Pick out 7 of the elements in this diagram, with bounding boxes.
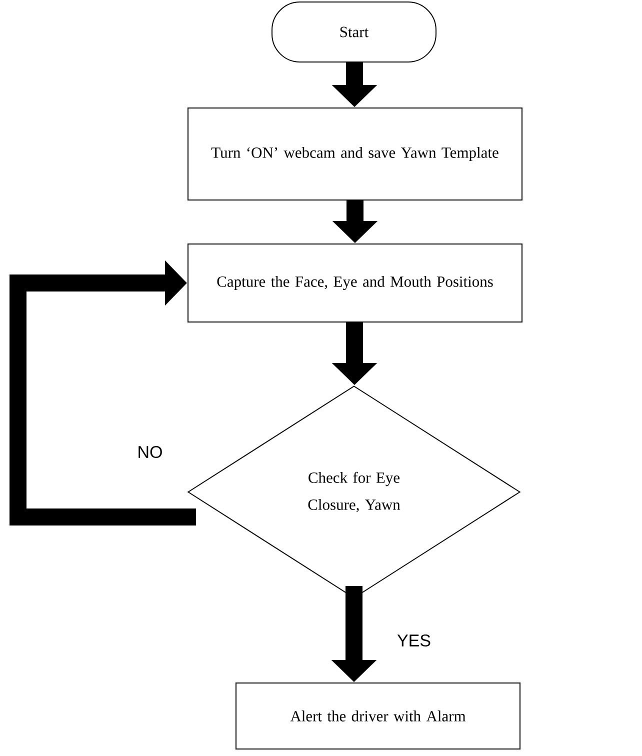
edge-label: YES [397, 634, 430, 647]
start-terminal: Start [272, 2, 436, 62]
process-box: Capture the Face, Eye and Mouth Positions [188, 244, 522, 322]
arrow [10, 260, 196, 526]
process-box: Alert the driver with Alarm [236, 682, 520, 750]
process-box: Turn ‘ON’ webcam and save Yawn Template [188, 108, 522, 200]
edge-label: NO [138, 446, 162, 458]
